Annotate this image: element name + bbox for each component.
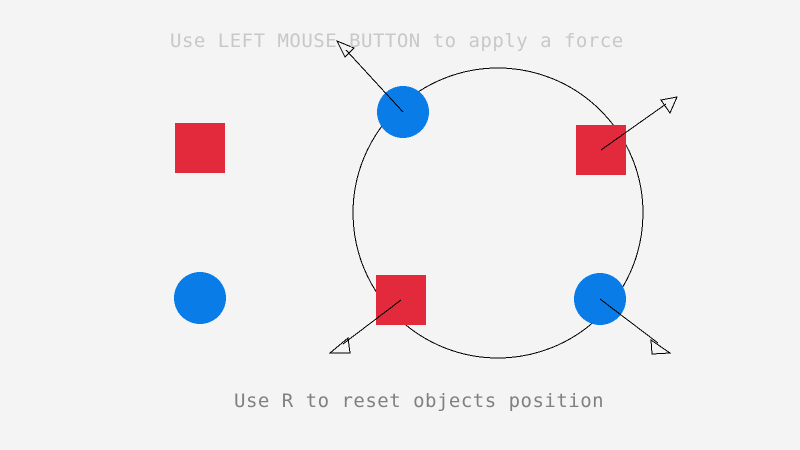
force-arrow-shaft [599, 298, 659, 344]
hint-text-reset-objects: Use R to reset objects position [234, 390, 605, 412]
force-arrow-head [328, 337, 351, 354]
body-circle-left-lower[interactable] [174, 272, 226, 324]
force-arrow-top-center [335, 40, 404, 113]
body-square-left-upper[interactable] [175, 123, 225, 173]
force-arrow-head [650, 339, 672, 355]
constraint-circle-outline [352, 67, 644, 359]
force-arrow-head [335, 40, 355, 58]
force-arrow-shaft [345, 49, 404, 113]
force-arrow-right-lower [599, 298, 672, 355]
force-arrow-right-upper [600, 96, 678, 151]
force-arrow-head [660, 96, 678, 115]
force-arrow-shaft [600, 103, 667, 151]
force-arrow-center-lower [328, 299, 402, 354]
force-arrow-shaft [342, 299, 402, 345]
hint-text-apply-force: Use LEFT MOUSE BUTTON to apply a force [170, 30, 624, 52]
